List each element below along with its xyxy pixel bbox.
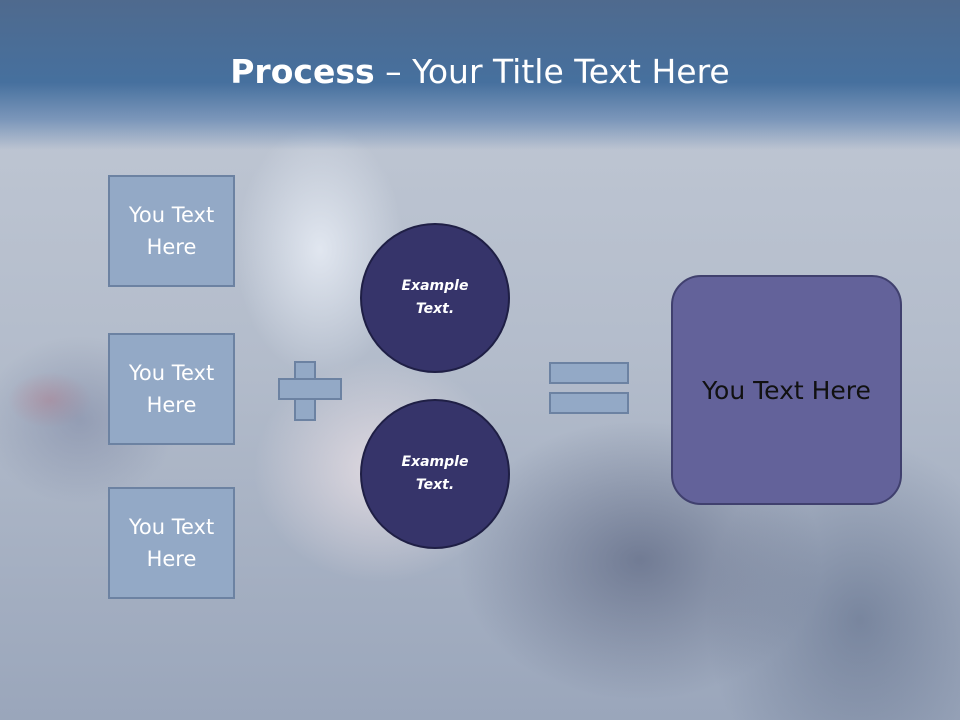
circle-label: Example Text. [401, 278, 469, 317]
equals-top-bar [549, 362, 629, 384]
example-circle-2[interactable]: Example Text. [360, 399, 510, 549]
result-box[interactable]: You Text Here [671, 275, 902, 505]
input-box-3[interactable]: You Text Here [108, 487, 235, 599]
title-rest: – Your Title Text Here [374, 52, 730, 91]
title-bold: Process [230, 52, 375, 91]
equals-bottom-bar [549, 392, 629, 414]
example-circle-1[interactable]: Example Text. [360, 223, 510, 373]
plus-center [296, 380, 314, 398]
input-box-2[interactable]: You Text Here [108, 333, 235, 445]
title-banner [0, 0, 960, 150]
slide-title: Process – Your Title Text Here [0, 52, 960, 91]
input-box-1[interactable]: You Text Here [108, 175, 235, 287]
circle-label: Example Text. [401, 454, 469, 493]
